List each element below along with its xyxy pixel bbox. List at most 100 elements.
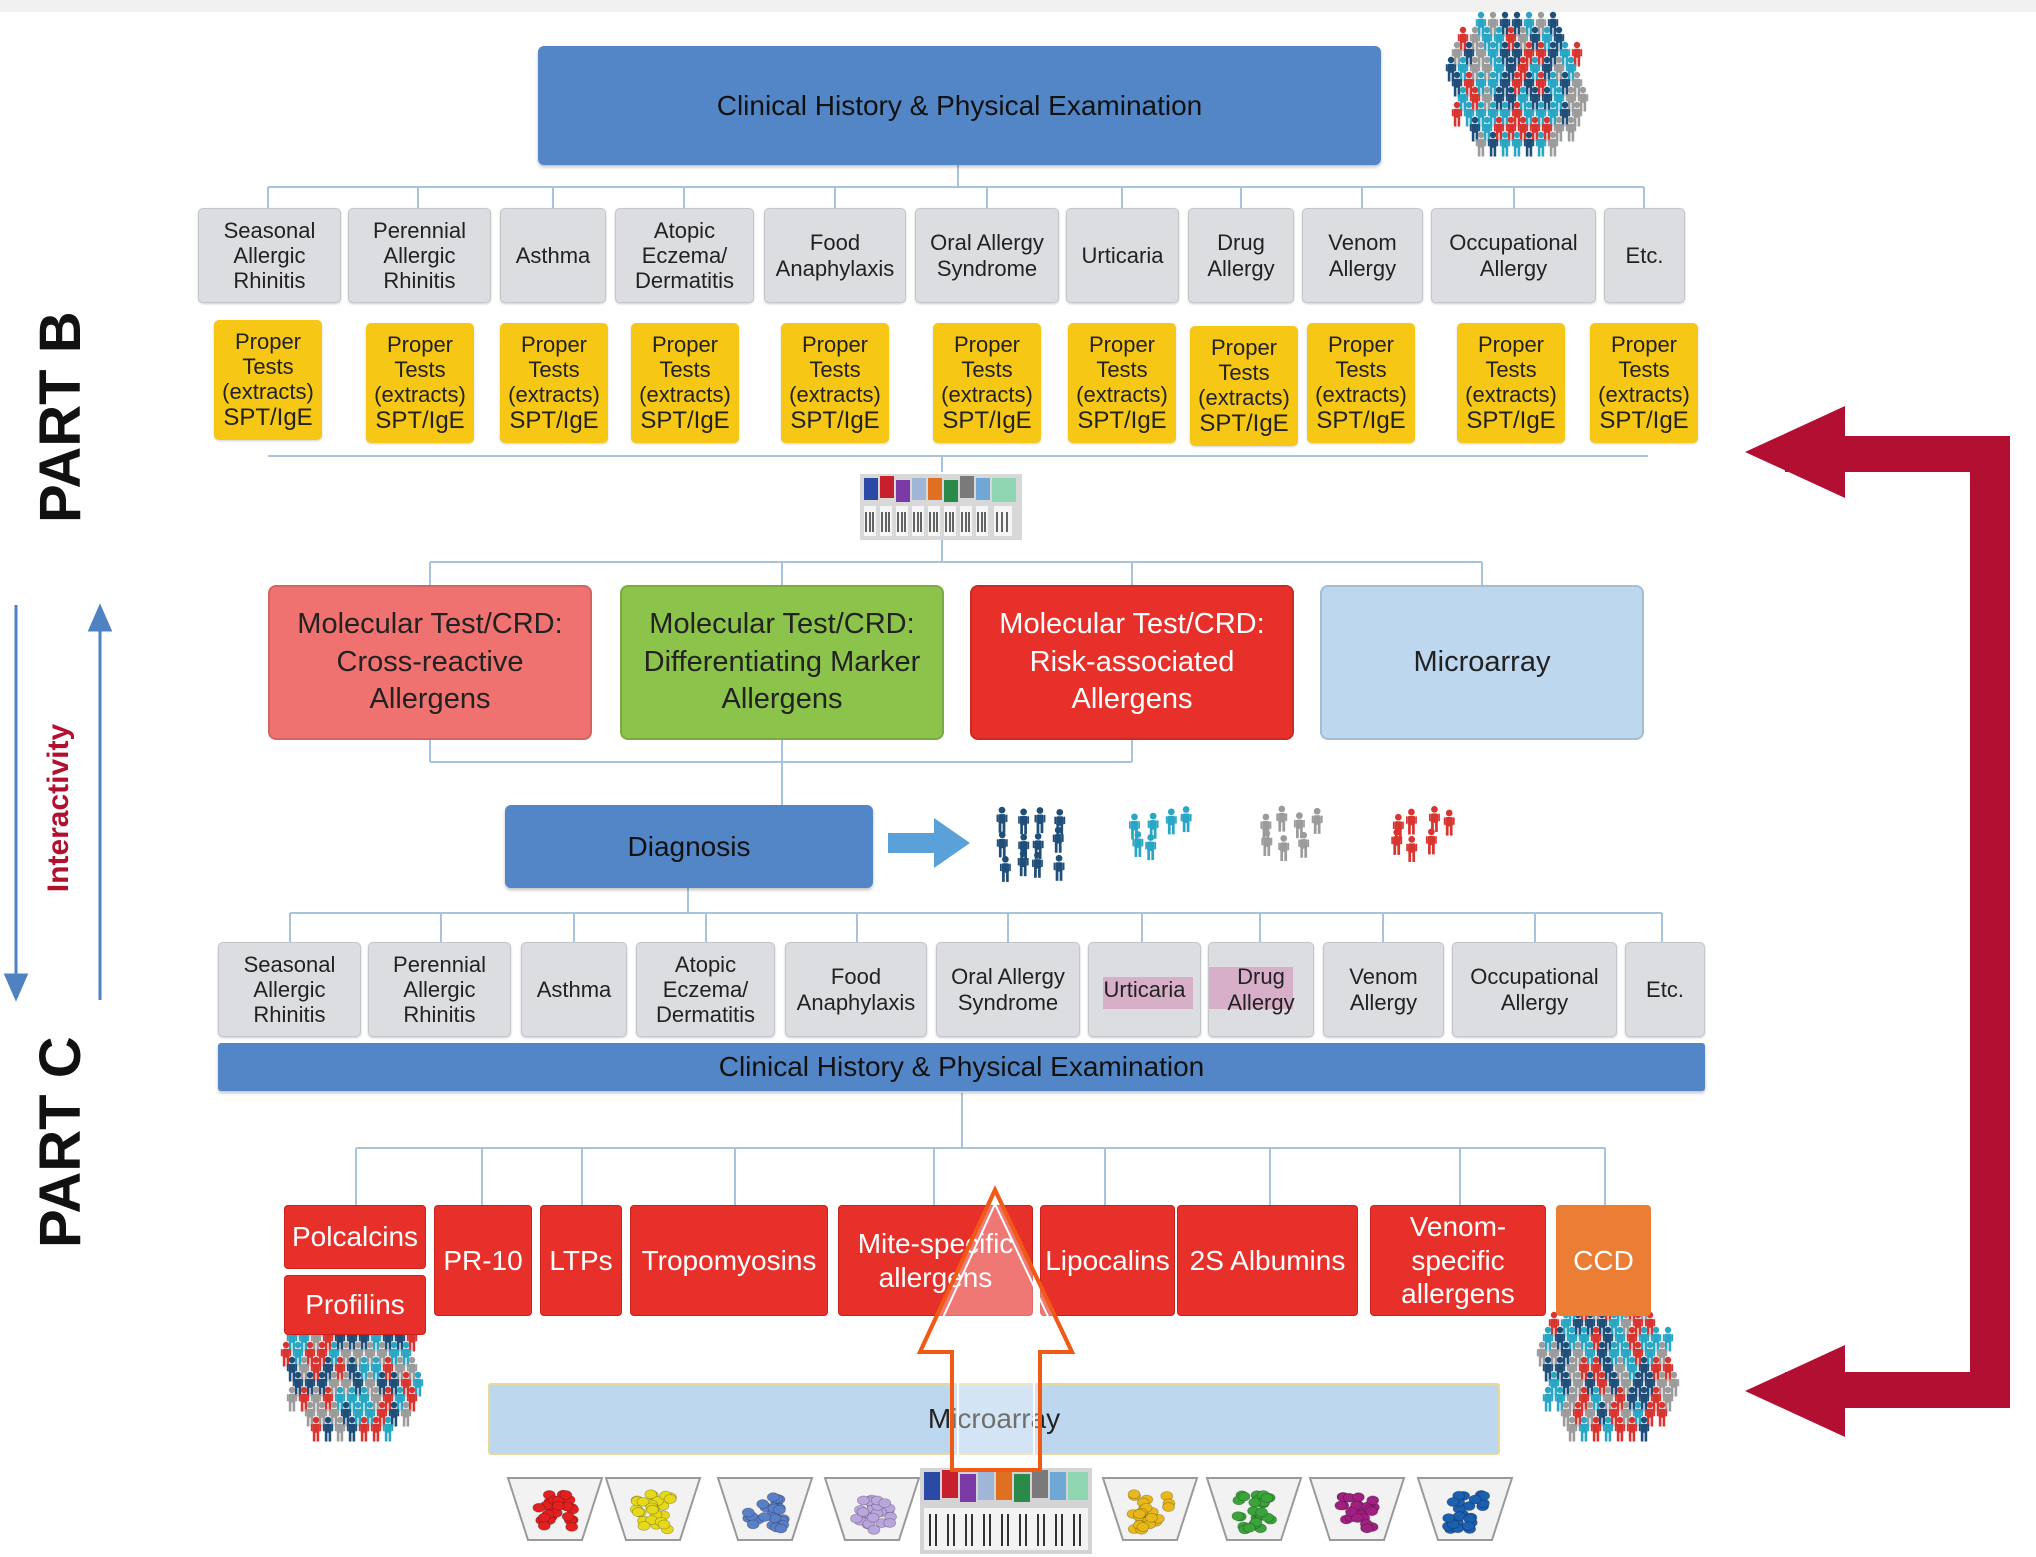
person-icon [1499, 101, 1511, 127]
person-icon [412, 1371, 424, 1397]
people-group-icon [996, 806, 1066, 882]
microarray-mid: Microarray [1320, 585, 1644, 740]
person-icon [1493, 26, 1505, 52]
family-2s-albumins: 2S Albumins [1177, 1205, 1358, 1316]
person-icon [1392, 813, 1404, 840]
person-icon [1535, 101, 1547, 127]
person-icon [304, 1371, 316, 1397]
molecular-line1: Molecular Test/CRD: [999, 607, 1265, 640]
condition-food-anaphylaxis: Food Anaphylaxis [764, 208, 906, 303]
person-icon [1517, 86, 1529, 112]
person-icon [1614, 1356, 1626, 1382]
person-icon [388, 1371, 400, 1397]
condition-perennial-allergic-rhinitis: Perennial Allergic Rhinitis [368, 942, 511, 1037]
person-icon [370, 1356, 382, 1382]
person-icon [1596, 1371, 1608, 1397]
person-icon [1626, 1356, 1638, 1382]
person-icon [1511, 131, 1523, 157]
proper-tests-line1: Proper [1088, 331, 1156, 357]
condition-venom-allergy: Venom Allergy [1302, 208, 1423, 303]
proper-tests-line2: Tests [659, 356, 711, 382]
people-group-icon [1129, 806, 1192, 861]
proper-tests-line4: SPT/IgE [375, 406, 465, 434]
proper-tests-line1: Proper [651, 331, 719, 357]
proper-tests-line4: SPT/IgE [942, 406, 1032, 434]
person-icon [1475, 131, 1487, 157]
proper-tests-line3: (extracts) [1598, 381, 1690, 407]
person-icon [1620, 1341, 1632, 1367]
person-icon [1620, 1401, 1632, 1427]
person-icon [1463, 41, 1475, 67]
person-icon [1553, 86, 1565, 112]
person-icon [1565, 86, 1577, 112]
person-icon [322, 1386, 334, 1412]
person-icon [340, 1341, 352, 1367]
person-icon [376, 1371, 388, 1397]
person-icon [1638, 1416, 1650, 1442]
person-icon [406, 1386, 418, 1412]
person-icon [1572, 1341, 1584, 1367]
person-icon [1505, 26, 1517, 52]
person-icon [358, 1356, 370, 1382]
proper-tests-line4: SPT/IgE [509, 406, 599, 434]
person-icon [1261, 830, 1273, 856]
person-icon [310, 1356, 322, 1382]
condition-drug-allergy: Drug Allergy [1208, 942, 1314, 1037]
person-icon [1278, 835, 1290, 862]
proper-tests-line1: Proper [234, 328, 302, 354]
person-icon [346, 1356, 358, 1382]
person-icon [1451, 71, 1463, 97]
person-icon [1517, 56, 1529, 82]
top-strip [0, 0, 2036, 12]
person-icon [1554, 1386, 1566, 1412]
person-icon [1565, 56, 1577, 82]
molecular-line3: Allergens [1071, 683, 1193, 716]
person-icon [1457, 56, 1469, 82]
family-polcalcins: Polcalcins [284, 1205, 426, 1269]
person-icon [1650, 1356, 1662, 1382]
urticaria-highlight [1103, 977, 1193, 1009]
person-icon [1017, 850, 1029, 877]
person-icon [1608, 1401, 1620, 1427]
person-icon [1428, 806, 1440, 832]
person-icon [1541, 26, 1553, 52]
person-icon [352, 1341, 364, 1367]
person-icon [328, 1341, 340, 1367]
person-icon [1577, 86, 1589, 112]
family-pr10: PR-10 [434, 1205, 532, 1316]
person-icon [346, 1416, 358, 1442]
person-icon [394, 1386, 406, 1412]
person-icon [1608, 1341, 1620, 1367]
person-icon [352, 1371, 364, 1397]
drug-allergy-highlight [1209, 967, 1293, 1009]
person-icon [1565, 116, 1577, 142]
person-icon [1481, 116, 1493, 142]
person-icon [1626, 1386, 1638, 1412]
person-icon [1406, 835, 1418, 862]
person-icon [1451, 41, 1463, 67]
family-ccd: CCD [1556, 1205, 1651, 1316]
person-icon [328, 1371, 340, 1397]
person-icon [292, 1371, 304, 1397]
person-icon [1463, 71, 1475, 97]
person-icon [1529, 56, 1541, 82]
proper-tests-line4: SPT/IgE [1316, 406, 1406, 434]
person-icon [1566, 1326, 1578, 1352]
person-icon [999, 855, 1011, 882]
condition-occupational-allergy: Occupational Allergy [1431, 208, 1596, 303]
proper-tests-line3: (extracts) [508, 381, 600, 407]
person-icon [1626, 1326, 1638, 1352]
person-icon [1475, 71, 1487, 97]
arrow-right-icon [888, 818, 970, 868]
condition-venom-allergy: Venom Allergy [1323, 942, 1444, 1037]
person-icon [1614, 1416, 1626, 1442]
proper-tests-line2: Tests [1485, 356, 1537, 382]
person-icon [1572, 1371, 1584, 1397]
person-icon [1590, 1416, 1602, 1442]
person-icon [1147, 812, 1159, 839]
family-lipocalins: Lipocalins [1040, 1205, 1175, 1316]
person-icon [340, 1401, 352, 1427]
